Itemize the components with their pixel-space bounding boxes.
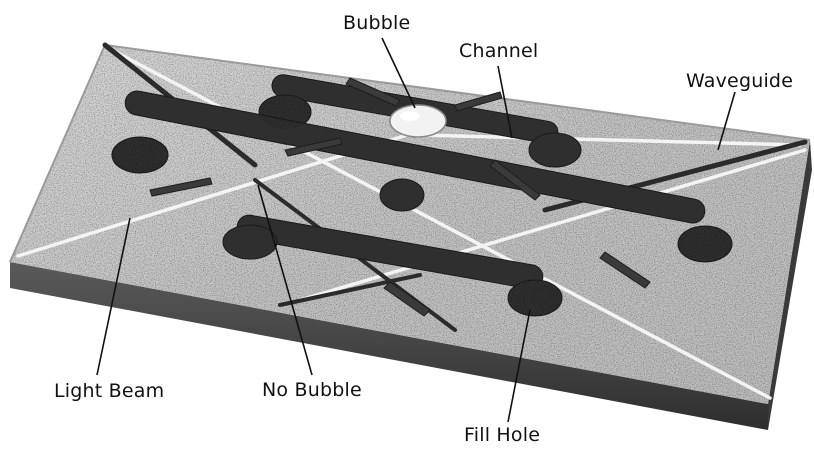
- label-fill-hole: Fill Hole: [464, 426, 540, 445]
- label-waveguide: Waveguide: [686, 72, 793, 91]
- label-light-beam: Light Beam: [54, 382, 164, 401]
- fill-hole: [223, 225, 277, 259]
- fill-hole: [529, 133, 581, 167]
- label-channel: Channel: [459, 42, 538, 61]
- label-no-bubble: No Bubble: [262, 381, 362, 400]
- label-bubble: Bubble: [343, 14, 410, 33]
- bubble-shape: [390, 105, 446, 137]
- fill-hole: [380, 179, 424, 211]
